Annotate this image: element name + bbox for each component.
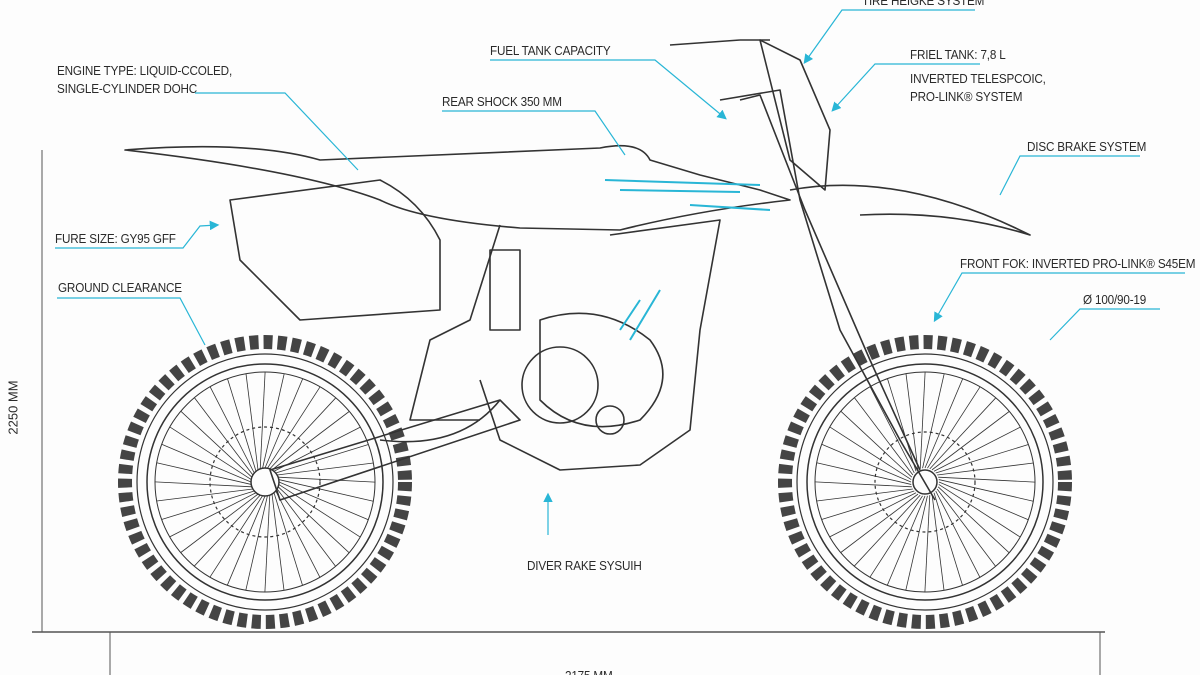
spoke [933, 426, 1021, 472]
spoke [262, 373, 285, 469]
front-wheel [778, 335, 1072, 629]
spoke [277, 462, 374, 476]
spoke [209, 386, 255, 474]
label-fuel-tank: FRIEL TANK: 7,8 L [910, 47, 1006, 62]
spoke [209, 495, 263, 578]
spoke [869, 495, 923, 578]
spoke [929, 397, 997, 470]
spoke [931, 411, 1010, 471]
graphics-accent [604, 179, 771, 341]
spoke [169, 426, 252, 480]
spoke [180, 410, 253, 478]
spoke [931, 494, 945, 591]
spoke [271, 494, 285, 591]
spoke [269, 397, 337, 470]
height-dimension: 2250 MM [5, 380, 21, 435]
spoke [933, 492, 963, 586]
spoke [264, 495, 271, 593]
spoke [927, 386, 981, 469]
spoke [271, 411, 350, 471]
spoke [161, 443, 252, 483]
spoke [156, 462, 252, 485]
spoke [935, 444, 1029, 474]
spoke [267, 386, 321, 469]
spoke [919, 371, 926, 469]
frame-body [124, 39, 1031, 501]
spoke [169, 492, 257, 538]
spoke [275, 444, 369, 474]
spoke [245, 373, 259, 470]
spoke [245, 495, 268, 591]
spoke [276, 488, 336, 567]
spoke [193, 494, 261, 567]
label-fure-size: FURE SIZE: GY95 GFF [55, 231, 176, 246]
length-dimension: 2175 MM [565, 667, 613, 675]
spoke [259, 371, 266, 469]
spoke [156, 488, 253, 502]
spoke [278, 479, 374, 502]
spoke [887, 378, 917, 472]
label-diver-rake: DIVER RAKE SYSUIH [527, 558, 642, 573]
label-disc-brake: DISC BRAKE SYSTEM [1027, 139, 1147, 154]
spoke [938, 476, 1036, 483]
label-rear-shock: REAR SHOCK 350 MM [442, 94, 562, 109]
spoke [905, 373, 919, 470]
spoke [905, 495, 928, 591]
spoke [821, 490, 915, 520]
spoke [938, 484, 1021, 538]
spoke [924, 378, 964, 469]
spoke [869, 386, 915, 474]
spoke [922, 373, 945, 469]
spoke [938, 479, 1034, 502]
label-fuel-tank-capacity: FUEL TANK CAPACITY [490, 43, 611, 58]
spoke [154, 481, 252, 488]
spoke [829, 426, 912, 480]
spoke [180, 493, 259, 553]
label-inverted-2: PRO-LINK® SYSTEM [910, 89, 1023, 104]
spoke [161, 490, 255, 520]
spoke [278, 484, 361, 538]
spoke [854, 397, 914, 476]
spoke [814, 481, 912, 488]
label-inverted-1: INVERTED TELESPCOIC, [910, 71, 1046, 86]
spoke [277, 486, 350, 554]
label-front-fork: FRONT FOK: INVERTED PRO-LINK® S45EM [960, 256, 1196, 271]
spoke [935, 490, 981, 578]
spoke [936, 488, 996, 567]
label-engine-type-1: ENGINE TYPE: LIQUID-CCOLED, [57, 63, 233, 78]
spoke [273, 492, 303, 586]
spoke [278, 481, 369, 521]
spoke [840, 410, 913, 478]
spoke [821, 443, 912, 483]
spoke [278, 476, 376, 483]
spoke [275, 490, 321, 578]
spoke [937, 462, 1034, 476]
spoke [853, 494, 921, 567]
spoke [840, 493, 919, 553]
label-engine-type-2: SINGLE-CYLINDER DOHC [57, 81, 198, 96]
spoke [816, 462, 912, 485]
spoke [816, 488, 913, 502]
spoke [264, 378, 304, 469]
label-tire-size: Ø 100/90-19 [1083, 292, 1147, 307]
spoke [194, 397, 254, 476]
label-ground-clearance: GROUND CLEARANCE [58, 280, 182, 295]
spoke [227, 378, 257, 472]
label-tire-height: TIRE HEIGKE SYSTEM [862, 0, 985, 8]
rear-wheel [118, 335, 412, 629]
spoke [226, 495, 266, 586]
spoke [938, 481, 1029, 521]
spoke [829, 492, 917, 538]
dimension-lines [32, 150, 1105, 675]
leader-lines [55, 9, 1185, 535]
spoke [924, 495, 931, 593]
spoke [886, 495, 926, 586]
spoke [937, 486, 1010, 554]
